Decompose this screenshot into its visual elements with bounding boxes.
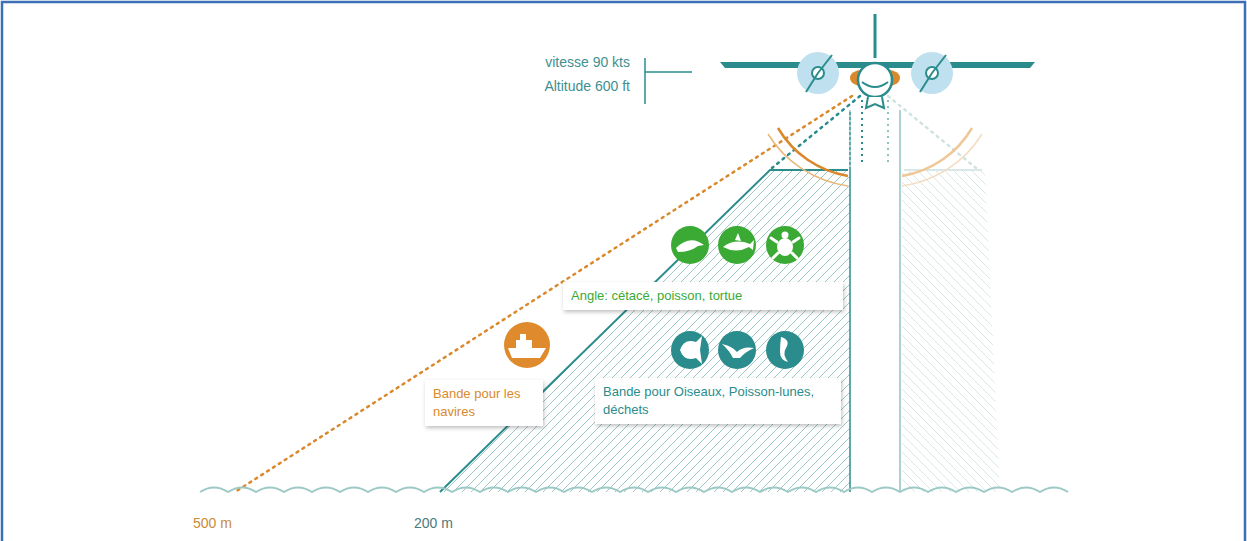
angle-arcs — [778, 128, 848, 176]
detection-band — [440, 170, 850, 492]
nadir-strip — [850, 100, 851, 170]
sight-lines — [861, 100, 863, 165]
species-icons-band — [671, 331, 804, 369]
angle-arcs — [768, 134, 848, 186]
sight-lines — [235, 96, 976, 492]
box-text: Bande pour les navires — [433, 385, 535, 421]
detection-band — [440, 170, 848, 492]
species-icons-band — [766, 331, 804, 369]
sight-lines — [887, 100, 889, 165]
info-bracket — [644, 58, 646, 104]
distance-label: 200 m — [414, 514, 453, 532]
ship-icon — [504, 322, 550, 368]
box-text: Bande pour Oiseaux, Poisson-lunes, déche… — [603, 383, 833, 419]
band-box: Bande pour Oiseaux, Poisson-lunes, déche… — [595, 378, 841, 424]
species-icons-angle — [782, 232, 789, 239]
species-icons-angle — [771, 238, 799, 258]
angle-box: Angle: cétacé, poisson, tortue — [563, 282, 843, 310]
species-icons-band — [718, 331, 756, 369]
species-icons-band — [671, 331, 709, 369]
angle-arcs — [902, 128, 972, 176]
detection-band — [440, 170, 850, 492]
species-icons-band — [680, 336, 702, 364]
nadir-strip — [850, 100, 900, 492]
angle-arcs — [902, 134, 982, 186]
speed-label: vitesse 90 kts — [545, 53, 630, 71]
aircraft — [862, 82, 888, 87]
nadir-strip — [849, 110, 851, 492]
species-icons-band — [722, 344, 754, 358]
sight-lines — [772, 96, 860, 168]
species-icons-angle — [718, 226, 756, 264]
info-bracket — [645, 58, 692, 104]
species-icons-angle — [671, 226, 709, 264]
species-icons-angle — [766, 226, 804, 264]
info-bracket — [645, 71, 692, 73]
altitude-label: Altitude 600 ft — [544, 77, 630, 95]
aircraft — [720, 14, 1035, 108]
distance-label: 500 m — [193, 514, 232, 532]
species-icons-angle — [676, 240, 704, 252]
nadir-strip — [899, 110, 901, 492]
aircraft — [874, 14, 877, 58]
ship-icon — [504, 322, 550, 368]
detection-band-mirror — [902, 170, 1000, 492]
detection-band-mirror — [902, 170, 1000, 492]
ship-icon — [508, 334, 546, 358]
box-text: Angle: cétacé, poisson, tortue — [571, 287, 835, 305]
detection-band-mirror — [904, 169, 982, 171]
aircraft — [866, 97, 884, 108]
angle-arcs — [768, 128, 982, 186]
sight-lines — [235, 96, 852, 492]
sea-surface — [200, 488, 1068, 493]
ship-band-box: Bande pour les navires — [425, 380, 543, 426]
aircraft — [858, 63, 892, 97]
species-icons-band — [780, 337, 788, 362]
species-icons-angle — [723, 233, 754, 251]
species-icons-angle — [671, 226, 804, 264]
